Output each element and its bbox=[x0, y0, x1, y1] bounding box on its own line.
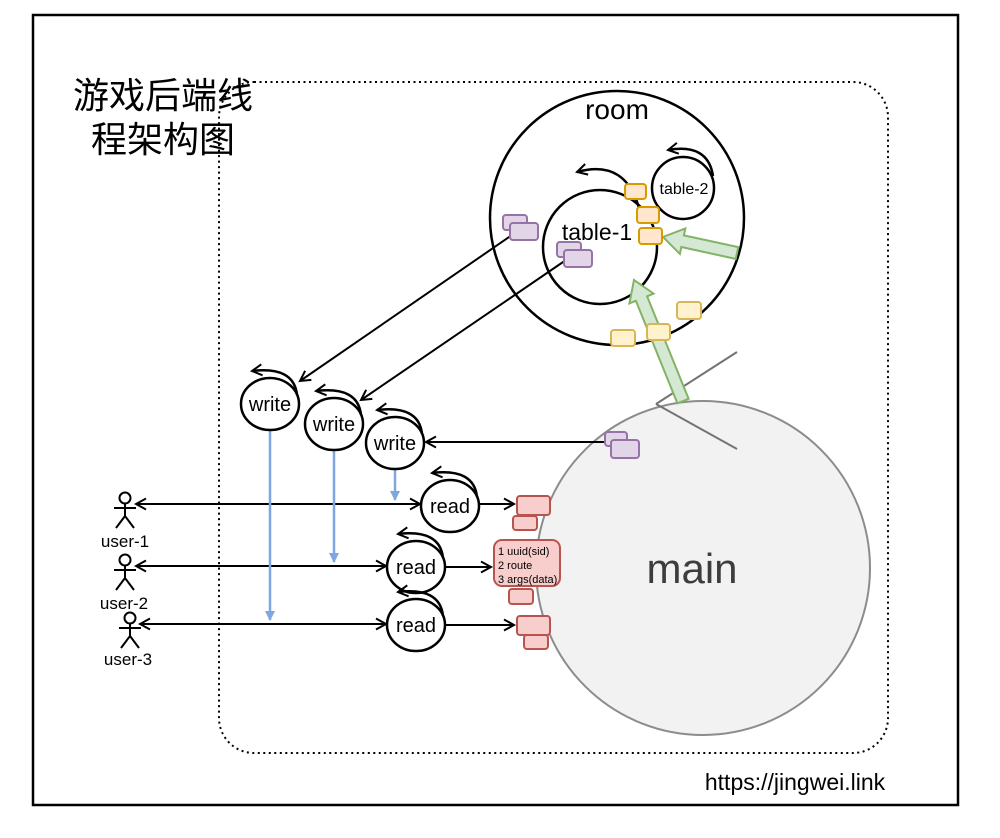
red-message-queue-icons bbox=[508, 495, 551, 650]
table2-label: table-2 bbox=[660, 181, 709, 198]
yellow-message-queue-icons bbox=[610, 301, 702, 347]
read2-node: read bbox=[385, 526, 447, 595]
table2-selfloop-icon bbox=[665, 142, 715, 177]
payload-line2: 2 route bbox=[498, 560, 532, 572]
read1-label: read bbox=[430, 496, 470, 518]
write1-node: write bbox=[239, 363, 301, 432]
purple-message-pair-room-icon bbox=[502, 214, 539, 241]
user1-actor bbox=[114, 491, 136, 529]
user3-actor bbox=[119, 611, 141, 649]
purple-message-pair-main-icon bbox=[604, 431, 640, 459]
table1-label: table-1 bbox=[562, 219, 632, 245]
read2-selfloop-icon bbox=[395, 526, 445, 559]
read2-label: read bbox=[396, 557, 436, 579]
arrow-room-to-write1 bbox=[298, 234, 513, 383]
table2-circle bbox=[650, 155, 716, 221]
green-block-arrow-up-icon bbox=[628, 278, 690, 405]
write3-node: write bbox=[364, 402, 426, 471]
read3-selfloop-icon bbox=[395, 584, 445, 617]
read1-node: read bbox=[419, 465, 481, 534]
message-payload-box: 1 uuid(sid) 2 route 3 args(data) bbox=[493, 539, 561, 587]
payload-line1: 1 uuid(sid) bbox=[498, 546, 549, 558]
main-label: main bbox=[646, 545, 737, 592]
diagram-title-line2: 程架构图 bbox=[91, 119, 235, 160]
user3-actor-icon bbox=[123, 611, 137, 625]
read1-selfloop-icon bbox=[429, 465, 479, 498]
payload-line3: 3 args(data) bbox=[498, 574, 557, 586]
write3-selfloop-icon bbox=[374, 402, 424, 435]
read3-node: read bbox=[385, 584, 447, 653]
table1-selfloop-icon bbox=[575, 163, 642, 213]
main-notch-line-lower bbox=[655, 403, 738, 450]
read3-label: read bbox=[396, 615, 436, 637]
write1-label: write bbox=[248, 394, 291, 416]
room-label: room bbox=[585, 94, 649, 125]
user3-label: user-3 bbox=[104, 650, 152, 669]
user2-actor bbox=[114, 553, 136, 591]
green-block-arrow-right-icon bbox=[661, 226, 740, 261]
diagram-title-line1: 游戏后端线 bbox=[73, 75, 253, 116]
write2-node: write bbox=[303, 383, 365, 452]
user2-actor-icon bbox=[118, 553, 132, 567]
write2-selfloop-icon bbox=[313, 383, 363, 416]
orange-message-queue-icons bbox=[624, 183, 663, 245]
arrow-table1-to-write2 bbox=[359, 259, 567, 402]
write2-label: write bbox=[312, 414, 355, 436]
purple-message-pair-table1-icon bbox=[556, 241, 593, 268]
footer-url: https://jingwei.link bbox=[705, 769, 886, 795]
user1-actor-icon bbox=[118, 491, 132, 505]
user1-label: user-1 bbox=[101, 532, 149, 551]
outer-frame bbox=[31, 13, 960, 807]
user2-label: user-2 bbox=[100, 594, 148, 613]
write1-selfloop-icon bbox=[249, 363, 299, 396]
write3-label: write bbox=[373, 433, 416, 455]
main-notch-line-upper bbox=[655, 351, 738, 405]
table1-circle bbox=[541, 188, 659, 306]
